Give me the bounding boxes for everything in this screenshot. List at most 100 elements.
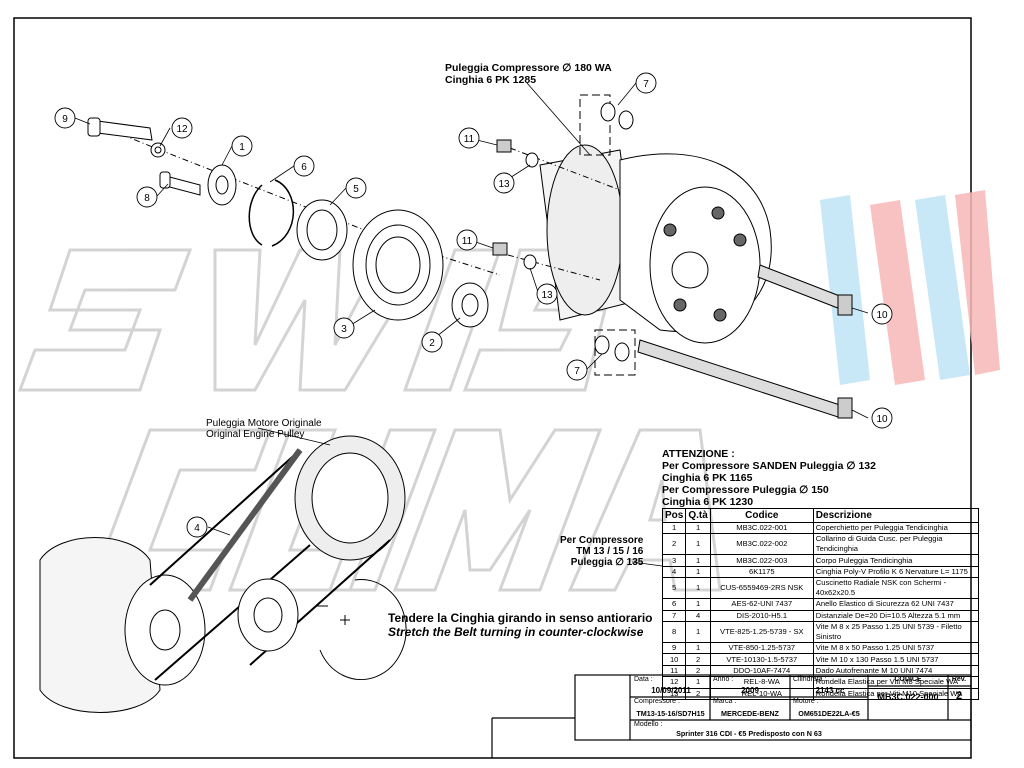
balloon-11-bottom: 11 xyxy=(456,229,478,251)
anno-label: Anno : xyxy=(713,676,734,683)
balloon-8: 8 xyxy=(136,186,158,208)
balloon-13-bottom: 13 xyxy=(536,283,558,305)
balloon-2: 2 xyxy=(421,331,443,353)
part-pos: 3 xyxy=(661,554,687,567)
part-description: Distanziale De=20 Di=10.5 Altezza 5.1 mm xyxy=(812,609,979,622)
balloon-7-top: 7 xyxy=(635,72,657,94)
part-qty: 1 xyxy=(685,676,711,689)
cilindrata-label: Cilindrata : xyxy=(793,676,827,683)
tension-instruction-en: Stretch the Belt turning in counter-cloc… xyxy=(388,625,644,639)
balloon-13-top: 13 xyxy=(493,172,515,194)
balloon-6: 6 xyxy=(293,155,315,177)
col-qty: Q.tà xyxy=(685,508,711,523)
codice-label: CODICE xyxy=(894,676,922,683)
tension-instruction: Tendere la Cinghia girando in senso anti… xyxy=(388,611,653,639)
motore-value: OM651DE22LA-€5 xyxy=(798,709,860,718)
part-code: REL-8-WA xyxy=(709,676,814,689)
compressor-tm-note: Per Compressore TM 13 / 15 / 16 Puleggia… xyxy=(560,535,643,568)
part-pos: 5 xyxy=(661,577,687,600)
svg-text:13: 13 xyxy=(498,179,510,190)
part-pos: 2 xyxy=(661,533,687,556)
svg-text:10: 10 xyxy=(876,310,888,321)
part-qty: 1 xyxy=(685,533,711,556)
compressor-drawing xyxy=(492,94,853,419)
compressor-pulley-line2: Cinghia 6 PK 1285 xyxy=(445,74,537,86)
part-description: Dado Autofrenante M 10 UNI 7474 xyxy=(812,664,979,678)
part-description: Vite M 10 x 130 Passo 1.5 UNI 5737 xyxy=(812,653,979,666)
compressor-tm-line1: Per Compressore xyxy=(560,535,644,546)
part-qty: 1 xyxy=(685,598,711,611)
part-qty: 2 xyxy=(685,687,711,700)
svg-text:11: 11 xyxy=(464,134,475,145)
part-description: Collarino di Guida Cusc. per Puleggia Te… xyxy=(812,533,979,556)
compressore-value: TM13-15-16/SD7H15 xyxy=(636,709,705,718)
codice-value: MB3C.022-000 xyxy=(877,692,939,702)
attention-note: ATTENZIONE : Per Compressore SANDEN Pule… xyxy=(662,448,876,508)
part-code: VTE-850-1.25-5737 xyxy=(709,641,814,655)
svg-text:4: 4 xyxy=(194,523,200,534)
engine-pulley-label: Puleggia Motore Originale Original Engin… xyxy=(206,418,322,440)
compressor-tm-line3: Puleggia ∅ 135 xyxy=(570,557,644,568)
marca-label: Marca : xyxy=(713,698,737,705)
cilindrata-value: 2143 cc xyxy=(815,686,845,695)
part-qty: 1 xyxy=(685,620,711,643)
compressore-label: Compressore : xyxy=(634,698,680,705)
compressor-tm-line2: TM 13 / 15 / 16 xyxy=(576,546,644,557)
balloon-7-bottom: 7 xyxy=(566,359,588,381)
part-description: Rondella Elastica per Viti M8 Speciale W… xyxy=(812,676,979,689)
balloon-3: 3 xyxy=(333,317,355,339)
part-code: MB3C.022-003 xyxy=(709,554,814,567)
part-pos: 8 xyxy=(661,620,687,643)
part-qty: 1 xyxy=(685,554,711,567)
part-code: DIS-2010-H5.1 xyxy=(709,609,814,622)
svg-text:2: 2 xyxy=(429,338,435,349)
part-balloons: 9 12 1 6 8 5 3 2 4 11 13 11 13 7 7 10 10 xyxy=(54,72,893,538)
balloon-10-bottom: 10 xyxy=(871,407,893,429)
modello-label: Modello : xyxy=(634,721,663,728)
anno-value: 2009 xyxy=(741,686,759,695)
motore-label: Motore : xyxy=(793,698,819,705)
part-pos: 11 xyxy=(661,664,687,678)
part-code: MB3C.022-001 xyxy=(709,521,814,535)
part-qty: 1 xyxy=(685,521,711,535)
rev-value: 2 xyxy=(955,690,963,702)
marca-value: MERCEDE-BENZ xyxy=(721,709,779,718)
rev-label: Rev. xyxy=(951,676,967,683)
tensioner-assembly xyxy=(87,117,501,328)
balloon-4: 4 xyxy=(186,516,208,538)
parts-table-header: Pos Q.tà Codice Descrizione xyxy=(661,508,979,523)
engine-pulley-line2: Original Engine Pulley xyxy=(206,429,305,440)
part-qty: 1 xyxy=(685,577,711,600)
part-code: CUS-6559469-2RS NSK xyxy=(709,577,814,600)
part-pos: 9 xyxy=(661,641,687,655)
balloon-5: 5 xyxy=(345,177,367,199)
part-description: Corpo Puleggia Tendicinghia xyxy=(812,554,979,567)
compressor-pulley-label: Puleggia Compressore ∅ 180 WA Cinghia 6 … xyxy=(445,62,612,86)
svg-text:12: 12 xyxy=(176,124,188,135)
engine-pulley-line1: Puleggia Motore Originale xyxy=(206,418,322,429)
tension-instruction-it: Tendere la Cinghia girando in senso anti… xyxy=(388,611,653,625)
col-code: Codice xyxy=(709,508,814,523)
svg-text:13: 13 xyxy=(541,290,553,301)
part-code: AES-62-UNI 7437 xyxy=(709,598,814,611)
balloon-12: 12 xyxy=(171,117,193,139)
part-qty: 4 xyxy=(685,609,711,622)
compressor-pulley-line1: Puleggia Compressore ∅ 180 WA xyxy=(445,62,612,74)
svg-text:7: 7 xyxy=(574,366,580,377)
svg-text:8: 8 xyxy=(144,193,150,204)
balloon-1: 1 xyxy=(231,135,253,157)
